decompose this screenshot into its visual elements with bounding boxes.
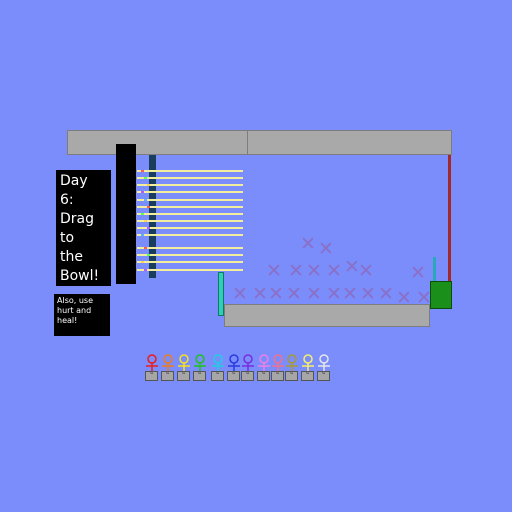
cross-mark[interactable]: ✕ — [306, 283, 322, 305]
goal-post — [433, 257, 436, 281]
stick-figure[interactable] — [316, 347, 332, 389]
cross-mark[interactable]: ✕ — [266, 260, 282, 282]
pedestal: ha — [301, 371, 314, 381]
stripe-tick — [141, 261, 144, 263]
stripe — [137, 247, 243, 249]
blue-post — [149, 155, 156, 278]
stripe — [137, 184, 243, 186]
top-platform-right — [247, 130, 452, 155]
cross-mark[interactable]: ✕ — [286, 283, 302, 305]
cross-mark[interactable]: ✕ — [232, 283, 248, 305]
stripe-tick — [144, 199, 147, 201]
cross-mark[interactable]: ✕ — [268, 283, 284, 305]
pedestal: ha — [227, 371, 240, 381]
pedestal: ha — [257, 371, 270, 381]
cross-mark[interactable]: ✕ — [318, 238, 334, 260]
stripe — [137, 191, 243, 193]
stripe-tick — [141, 170, 144, 172]
stripe — [137, 213, 243, 215]
cross-mark[interactable]: ✕ — [300, 233, 316, 255]
title-line: Day — [60, 173, 88, 189]
cross-mark[interactable]: ✕ — [342, 283, 358, 305]
stick-figure[interactable] — [240, 347, 256, 389]
stripe-tick — [141, 191, 144, 193]
stick-figure[interactable] — [160, 347, 176, 389]
stick-figure[interactable] — [176, 347, 192, 389]
cross-mark[interactable]: ✕ — [416, 287, 432, 309]
cross-mark[interactable]: ✕ — [288, 260, 304, 282]
stripe-tick — [147, 184, 150, 186]
cross-mark[interactable]: ✕ — [410, 262, 426, 284]
stick-figure[interactable] — [210, 347, 226, 389]
stripe — [137, 199, 243, 201]
stripe — [137, 206, 243, 208]
cross-mark[interactable]: ✕ — [344, 256, 360, 278]
pedestal: ha — [271, 371, 284, 381]
title-line: Bowl! — [60, 268, 100, 284]
teal-pole[interactable] — [218, 272, 224, 316]
stripe — [137, 269, 243, 271]
title-line: the — [60, 249, 83, 265]
stripe-tick — [141, 213, 144, 215]
cross-mark[interactable]: ✕ — [396, 287, 412, 309]
stripe-tick — [141, 234, 144, 236]
top-platform-left — [67, 130, 273, 155]
stick-figure[interactable] — [284, 347, 300, 389]
pedestal: ha — [145, 371, 158, 381]
black-column — [116, 144, 136, 284]
title-line: Drag — [60, 211, 95, 227]
pedestal: ha — [161, 371, 174, 381]
stripe-tick — [147, 227, 150, 229]
cross-mark[interactable]: ✕ — [378, 283, 394, 305]
pedestal: ha — [211, 371, 224, 381]
pedestal: ha — [177, 371, 190, 381]
stripe-tick — [144, 177, 147, 179]
pedestal: ha — [285, 371, 298, 381]
pedestal: ha — [241, 371, 254, 381]
title-line: 6: — [60, 192, 74, 208]
stripe-tick — [147, 206, 150, 208]
stick-figure[interactable] — [144, 347, 160, 389]
title-line: to — [60, 230, 75, 246]
cross-mark[interactable]: ✕ — [326, 260, 342, 282]
bowl-platform — [224, 304, 430, 327]
cross-mark[interactable]: ✕ — [360, 283, 376, 305]
cross-mark[interactable]: ✕ — [252, 283, 268, 305]
green-goal-icon — [430, 281, 452, 309]
pedestal: ha — [317, 371, 330, 381]
stick-figure[interactable] — [300, 347, 316, 389]
stripe — [137, 261, 243, 263]
stripe — [137, 220, 243, 222]
stripe-tick — [144, 247, 147, 249]
stripe — [137, 177, 243, 179]
hint-box: Also, use hurt and heal! — [54, 294, 110, 336]
stripe — [137, 234, 243, 236]
rope — [448, 155, 451, 283]
pedestal: ha — [193, 371, 206, 381]
cross-mark[interactable]: ✕ — [326, 283, 342, 305]
hint-line: heal! — [57, 316, 78, 325]
hint-line: hurt and — [57, 306, 92, 315]
title-box: Day 6: Drag to the Bowl! — [56, 170, 111, 286]
stick-figure[interactable] — [192, 347, 208, 389]
stripe — [137, 170, 243, 172]
stripe — [137, 227, 243, 229]
stripe-tick — [144, 220, 147, 222]
stripe-tick — [147, 254, 150, 256]
cross-mark[interactable]: ✕ — [358, 260, 374, 282]
stripe-tick — [144, 269, 147, 271]
hint-line: Also, use — [57, 296, 94, 305]
cross-mark[interactable]: ✕ — [306, 260, 322, 282]
stripe — [137, 254, 243, 256]
